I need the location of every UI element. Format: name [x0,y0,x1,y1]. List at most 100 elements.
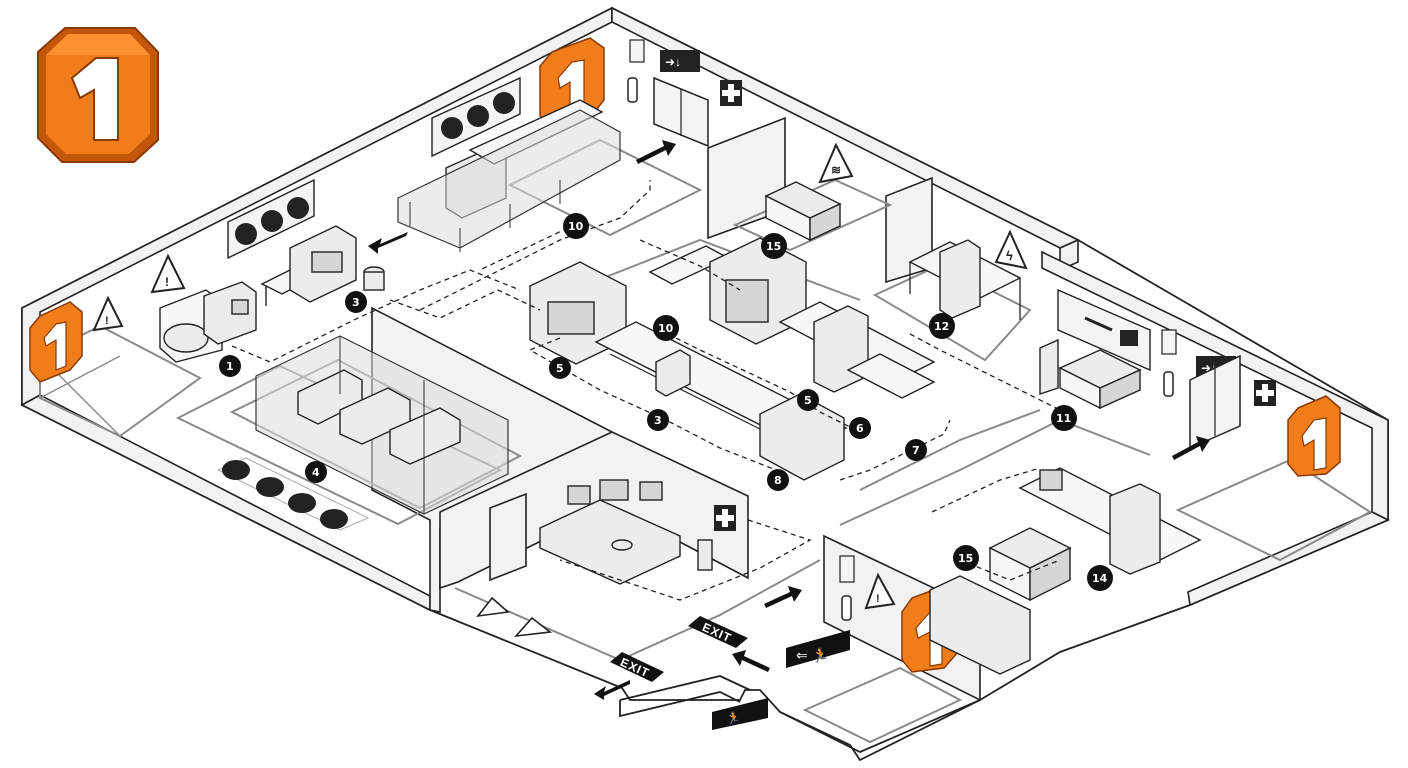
ppe-sign-board-top [431,76,521,158]
first-aid-icon [714,505,736,531]
arrow-icon [764,586,802,608]
ppe-helmet-icon [441,117,463,139]
ppe-gloves-icon [261,210,283,232]
hazard-warning-icon: ! [864,572,896,610]
hazard-warning-icon: ! [150,253,186,294]
station-marker: 3 [345,291,367,313]
svg-text:6: 6 [856,422,864,435]
office-chair [611,539,633,551]
svg-text:➜↓: ➜↓ [665,55,681,69]
svg-text:5: 5 [556,362,564,375]
svg-text:12: 12 [934,320,949,333]
water-cooler [697,539,713,571]
conveyor-line-secondary [778,301,936,399]
mixer-machine [159,281,257,363]
monitor [639,481,663,501]
svg-text:15: 15 [766,240,781,253]
ppe-goggles-icon [288,493,316,513]
svg-text:1: 1 [226,360,234,373]
svg-text:8: 8 [774,474,782,487]
svg-text:4: 4 [312,466,320,479]
ppe-gloves-icon [467,105,489,127]
emergency-exit-icon: ➜↓ [660,50,700,72]
outer-walls [20,6,1390,612]
ppe-gloves-icon [256,477,284,497]
svg-text:!: ! [876,593,880,605]
svg-text:3: 3 [352,296,360,309]
hot-surface-icon: ≋ [818,142,854,184]
fire-extinguisher-icon [627,39,645,103]
station-marker: 6 [849,417,871,439]
station-marker: 1 [219,355,241,377]
processing-machine [648,237,807,345]
station-markers: 1 3 3 4 5 5 6 7 8 10 10 11 12 14 15 15 [219,213,1113,591]
svg-text:11: 11 [1056,412,1071,425]
emergency-exit-icon: ⇐ 🏃 [786,630,850,668]
svg-text:!: ! [105,315,109,327]
station-marker: 3 [647,409,669,431]
emergency-exit-icon: 🏃 [712,698,768,730]
ppe-goggles-icon [493,92,515,114]
fire-extinguisher-icon [839,555,855,621]
arrow-icon [594,680,630,700]
monitor [599,479,629,501]
arrow-icon [1084,316,1113,332]
station-marker: 15 [761,233,787,259]
station-marker: 15 [953,545,979,571]
wall-badge-left [29,301,83,383]
svg-text:3: 3 [654,414,662,427]
arrow-icon [1172,436,1210,460]
first-aid-icon [720,80,742,106]
station-marker: 14 [1087,565,1113,591]
station-marker: 12 [929,313,955,339]
brand-badge-large [37,27,159,163]
svg-text:7: 7 [912,444,920,457]
station-marker: 5 [549,357,571,379]
floor-hazard-signs [476,596,553,638]
svg-text:5: 5 [804,394,812,407]
inspection-station [908,239,1022,320]
first-aid-icon [1254,380,1276,406]
monitor [567,485,591,505]
process-flow-board [1057,288,1151,372]
station-marker: 10 [653,315,679,341]
arrow-icon [732,650,770,672]
wall-badge-right [1287,395,1341,477]
svg-text:14: 14 [1092,572,1108,585]
svg-text:10: 10 [658,322,674,335]
svg-text:⇐ 🏃: ⇐ 🏃 [796,647,829,663]
svg-text:ϟ: ϟ [1006,248,1013,263]
station-marker: 11 [1051,405,1077,431]
shipping-conveyor [1018,467,1202,575]
fire-extinguisher-icon [1161,329,1177,397]
direction-arrows [368,140,1210,700]
station-marker: 10 [563,213,589,239]
station-marker: 7 [905,439,927,461]
entrance-corridor [619,675,981,753]
station-marker: 4 [305,461,327,483]
svg-text:≋: ≋ [831,163,841,177]
control-room-desk [539,479,713,585]
pallet-stack-right [1039,338,1142,410]
station-marker: 8 [767,469,789,491]
svg-text:🏃: 🏃 [726,711,741,725]
hazard-warning-icon: ! [92,295,124,332]
ppe-helmet-icon [222,460,250,480]
ppe-helmet-icon [235,223,257,245]
ppe-floor-signs [216,457,370,531]
loading-station [929,575,1031,675]
svg-text:!: ! [165,275,169,289]
prep-station [260,225,385,306]
arrow-icon [636,140,676,164]
station-marker: 5 [797,389,819,411]
arrow-icon [368,232,408,254]
clean-room-enclosure [255,335,509,515]
ppe-mask-icon [320,509,348,529]
pallet-stack-shipping [988,527,1072,602]
ppe-mask-icon [287,197,309,219]
exit-door-right[interactable] [1189,354,1241,450]
svg-text:10: 10 [568,220,584,233]
electric-hazard-icon: ϟ [994,229,1028,270]
exit-door-top[interactable] [653,76,709,148]
